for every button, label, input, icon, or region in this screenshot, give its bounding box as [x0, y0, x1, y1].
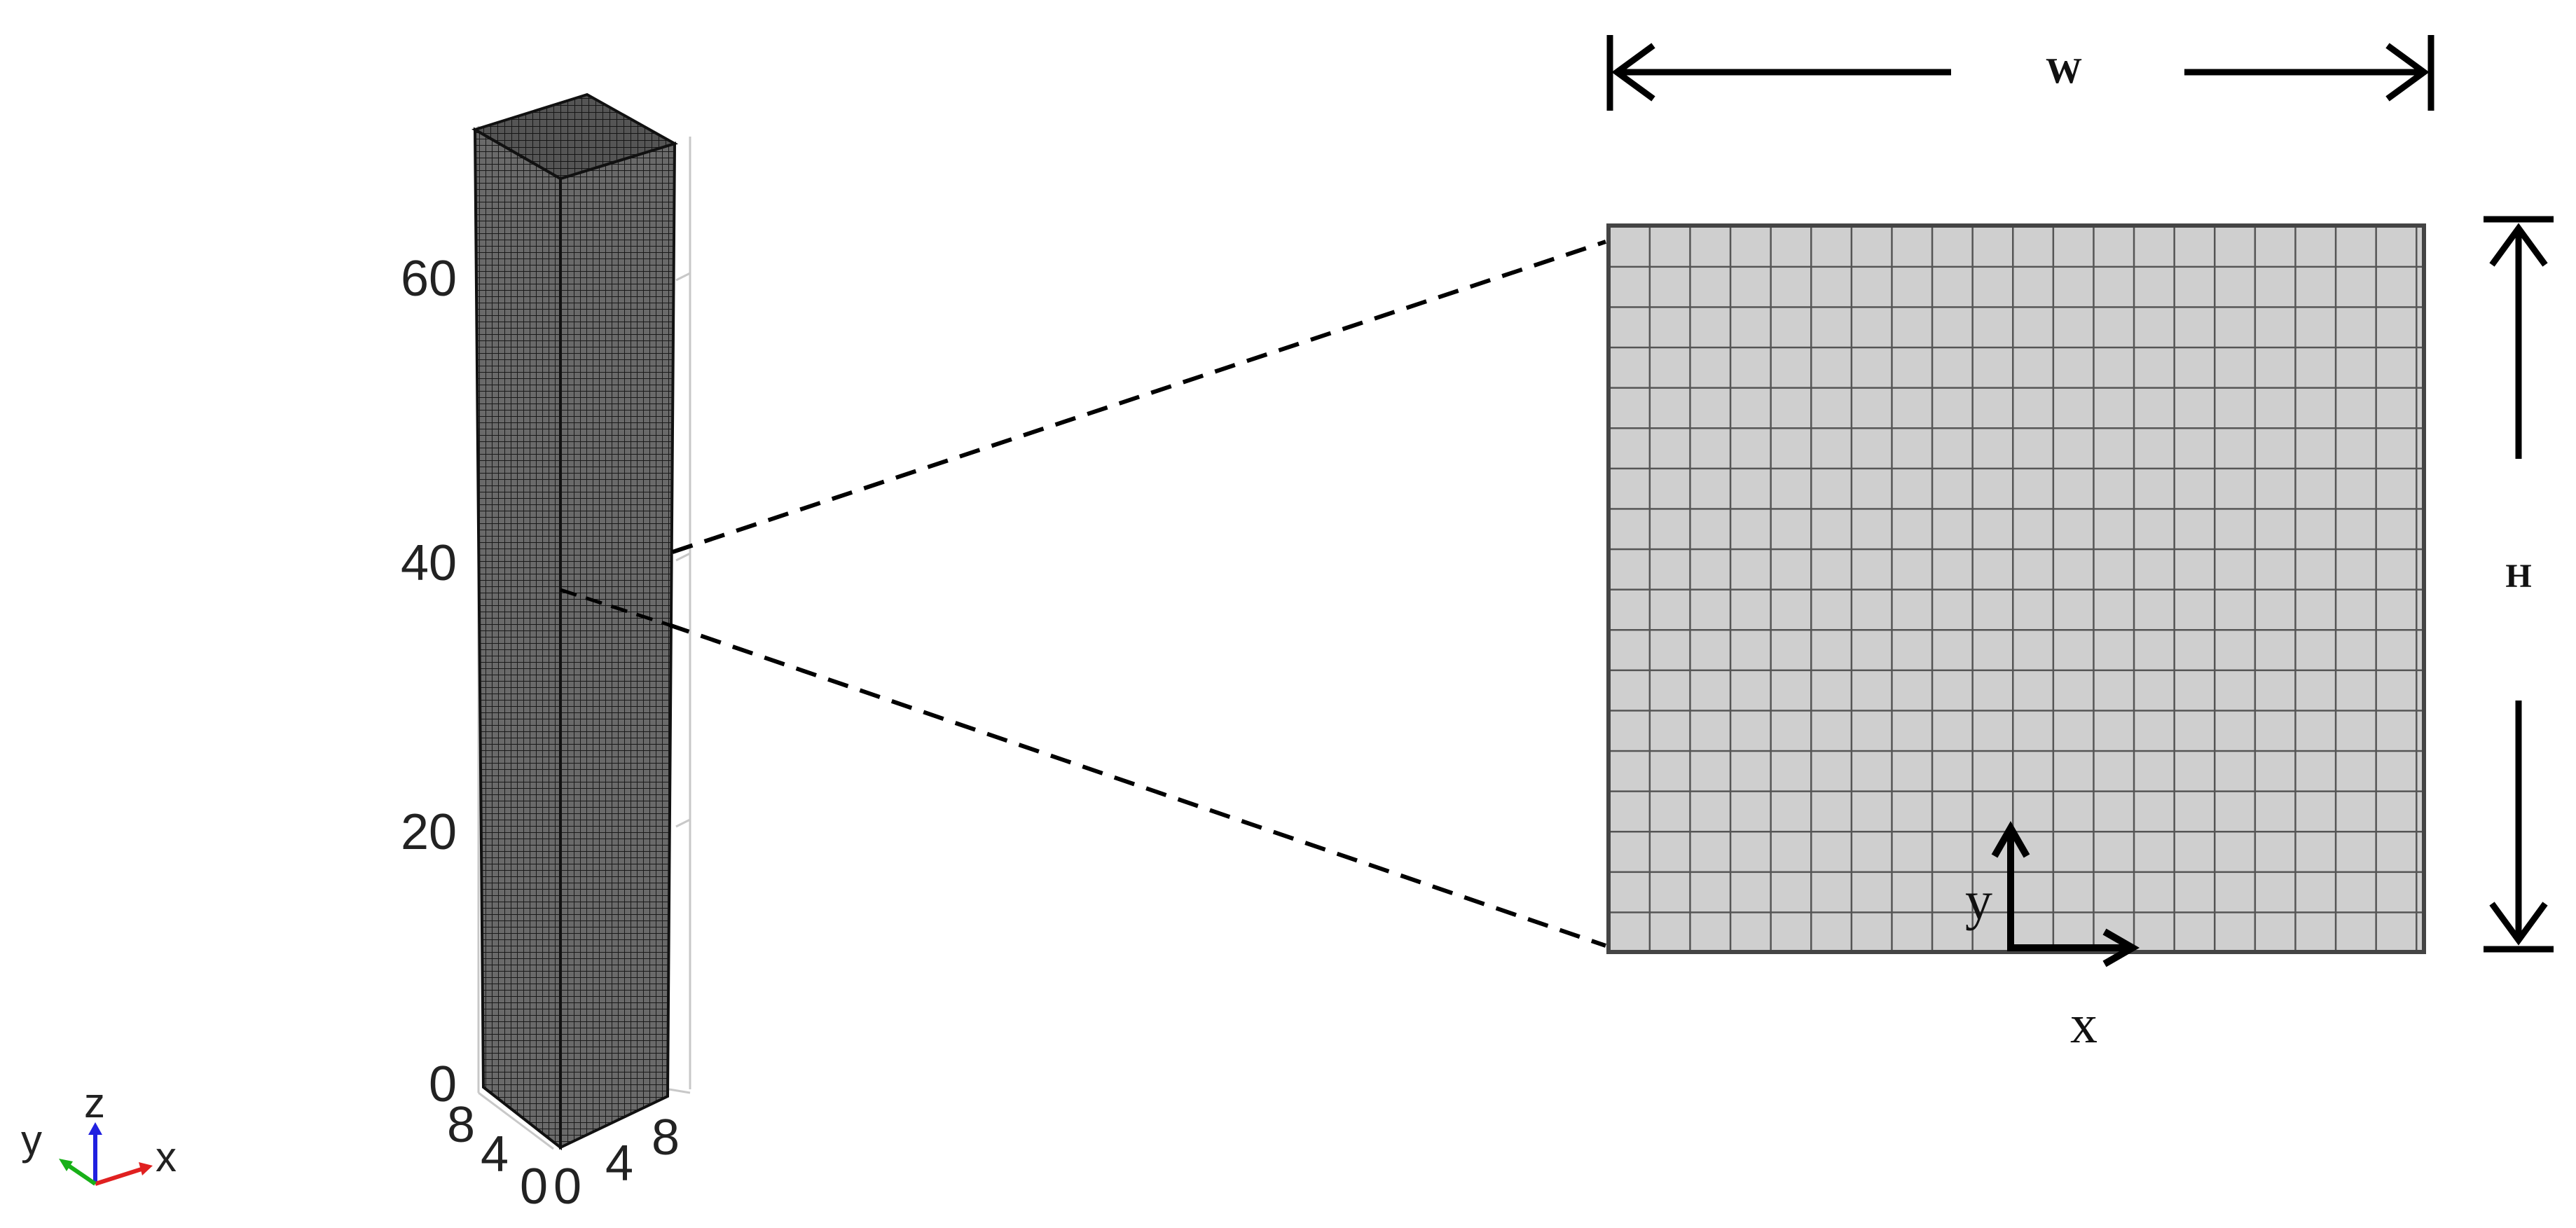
axis-triad: x y z	[21, 1079, 177, 1186]
y-tick-label: 8	[447, 1097, 475, 1153]
x-tick-label: 4	[605, 1136, 633, 1192]
zoom-line-lower	[668, 623, 1606, 948]
mesh-right-face	[559, 142, 677, 1150]
y-tick-label: 0	[520, 1159, 548, 1215]
mesh-top-face	[471, 92, 679, 181]
triad-x-axis-icon	[95, 1166, 144, 1186]
x-tick-label: 0	[553, 1159, 581, 1215]
zoom-line-upper	[672, 240, 1606, 554]
height-label: H	[2505, 558, 2531, 595]
cross-section: W H y x	[1606, 35, 2554, 1054]
triad-z-label: z	[84, 1079, 105, 1126]
section-line	[560, 588, 670, 627]
z-tick-label: 20	[401, 804, 457, 860]
width-label: W	[2046, 51, 2082, 91]
width-dimension	[1606, 35, 2434, 111]
triad-y-label: y	[21, 1117, 42, 1164]
z-tick-label: 0	[429, 1056, 457, 1112]
section-x-label: x	[2070, 993, 2098, 1054]
height-dimension	[2484, 216, 2554, 953]
section-y-label: y	[1965, 870, 1992, 931]
triad-x-arrowhead-icon	[139, 1162, 153, 1175]
z-tick-label: 40	[401, 535, 457, 591]
mesh-left-face	[473, 127, 562, 1151]
mesh-model: 0 20 40 60 8 4 0 0 4 8	[401, 92, 691, 1215]
triad-x-label: x	[156, 1133, 177, 1180]
z-tick-label: 60	[401, 251, 457, 307]
y-tick-label: 4	[481, 1126, 509, 1182]
triad-z-arrowhead-icon	[88, 1122, 102, 1135]
triad-y-arrowhead-icon	[59, 1159, 73, 1171]
zoom-lines	[668, 240, 1606, 948]
x-tick-label: 8	[652, 1110, 680, 1166]
section-axes	[1991, 820, 2140, 967]
